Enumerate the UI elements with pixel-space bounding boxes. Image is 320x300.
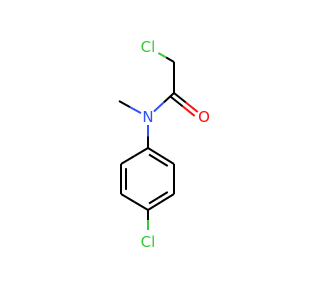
bond-c9-c4-b [133,147,149,157]
bond-c9-c4-a [120,155,136,165]
bond-c2-n1-a [163,92,175,104]
bond-c6-c7-inner-b [148,196,159,205]
bond-c4-c5-a [147,147,162,157]
bond-c7-c8-a [133,201,149,211]
bond-c7-c8-b [120,193,136,203]
bond-cl1-c1-b [165,56,175,63]
bond-cl1-c1-a [157,52,167,59]
atom-label-n1: N [142,108,153,126]
bond-c2-n1-b [153,101,165,113]
atom-label-cl2: Cl [141,233,156,251]
atom-label-cl1: Cl [141,38,156,56]
bond-n1-c3-a [129,106,142,115]
bond-n1-c3-b [118,100,131,108]
bond-c4-c5-b [160,155,175,165]
bond-c2-o1-b [185,101,199,113]
bond-layer [118,52,199,230]
bond-c2-o1-second-a [170,96,184,108]
bond-c6-c7-b [147,201,162,211]
bond-c4-c5-inner-a [148,153,159,162]
bond-c6-c7-a [160,193,175,203]
bond-c6-c7-inner-a [157,191,169,199]
atom-label-o1: O [198,108,210,126]
bond-c4-c5-inner-b [157,159,169,167]
bond-c2-o1-second-b [182,105,196,117]
bond-c2-o1-a [173,92,187,104]
